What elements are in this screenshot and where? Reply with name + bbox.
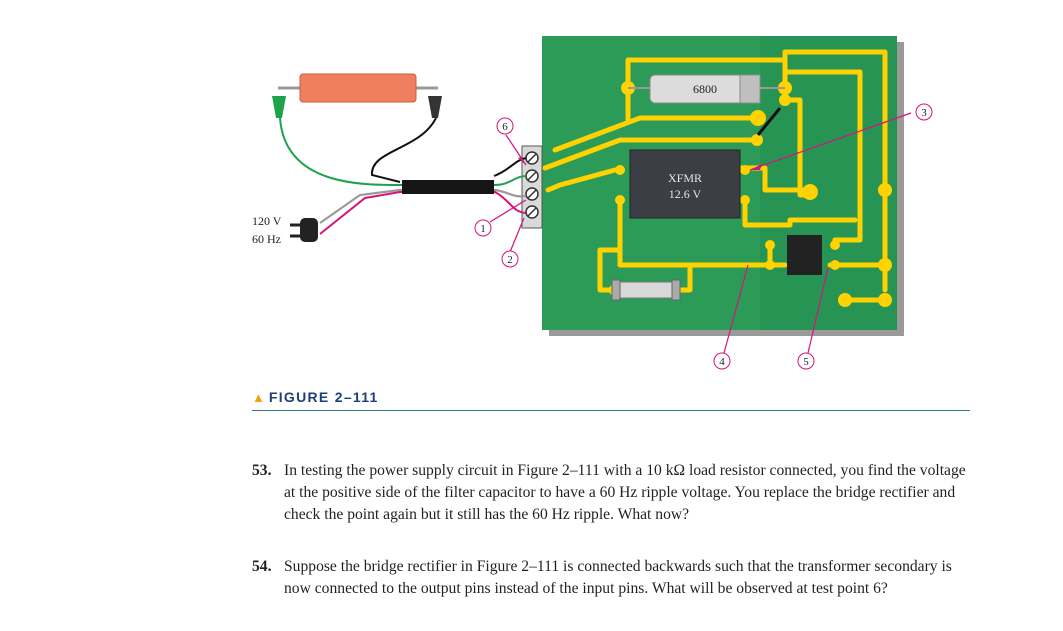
transformer-label-1: XFMR [668,171,702,185]
bridge-rectifier [787,235,822,275]
callout-4-label: 4 [719,356,725,368]
plug-voltage-label: 120 V [252,214,282,228]
callout-5 [797,352,815,370]
callout-lines [489,112,912,354]
caption-triangle-icon: ▲ [252,390,265,405]
question-text: In testing the power supply circuit in F… [284,462,966,523]
figure-caption: ▲FIGURE 2–111 [252,389,379,405]
power-plug [300,218,318,242]
gray-wire [319,188,527,224]
callout-6 [496,117,514,135]
caption-divider [252,410,970,411]
solder-pads [609,81,892,307]
black-wire [370,117,437,183]
capacitor-band [739,74,761,104]
transformer [629,149,741,219]
question-54: 54. Suppose the bridge rectifier in Figu… [252,556,972,600]
callout-3 [915,103,933,121]
callout-1 [474,219,492,237]
black-clip [428,96,442,118]
callout-2-label: 2 [507,254,513,266]
callout-5-label: 5 [803,356,809,368]
question-text: Suppose the bridge rectifier in Figure 2… [284,558,952,597]
callout-6-label: 6 [502,121,508,133]
callout-3-label: 3 [921,107,927,119]
load-resistor [299,73,417,103]
green-clip [272,96,286,118]
transformer-label-2: 12.6 V [669,187,702,201]
question-53: 53. In testing the power supply circuit … [252,460,972,526]
question-number: 53. [252,462,272,479]
callout-1-label: 1 [480,223,486,235]
pink-wire [319,191,527,235]
cable-sheath [402,180,494,194]
green-wire [279,117,527,186]
callout-circles [474,103,933,370]
jumper-wire [756,107,782,136]
caption-text: FIGURE 2–111 [268,389,379,405]
fuse [614,281,676,299]
callout-4 [713,352,731,370]
circuit-board-figure: 6800 XFMR 12.6 V 120 V 60 Hz [252,36,933,370]
board-shade [760,36,897,330]
callout-2 [501,250,519,268]
capacitor-label: 6800 [693,82,717,96]
plug-frequency-label: 60 Hz [252,232,281,246]
question-number: 54. [252,558,272,575]
